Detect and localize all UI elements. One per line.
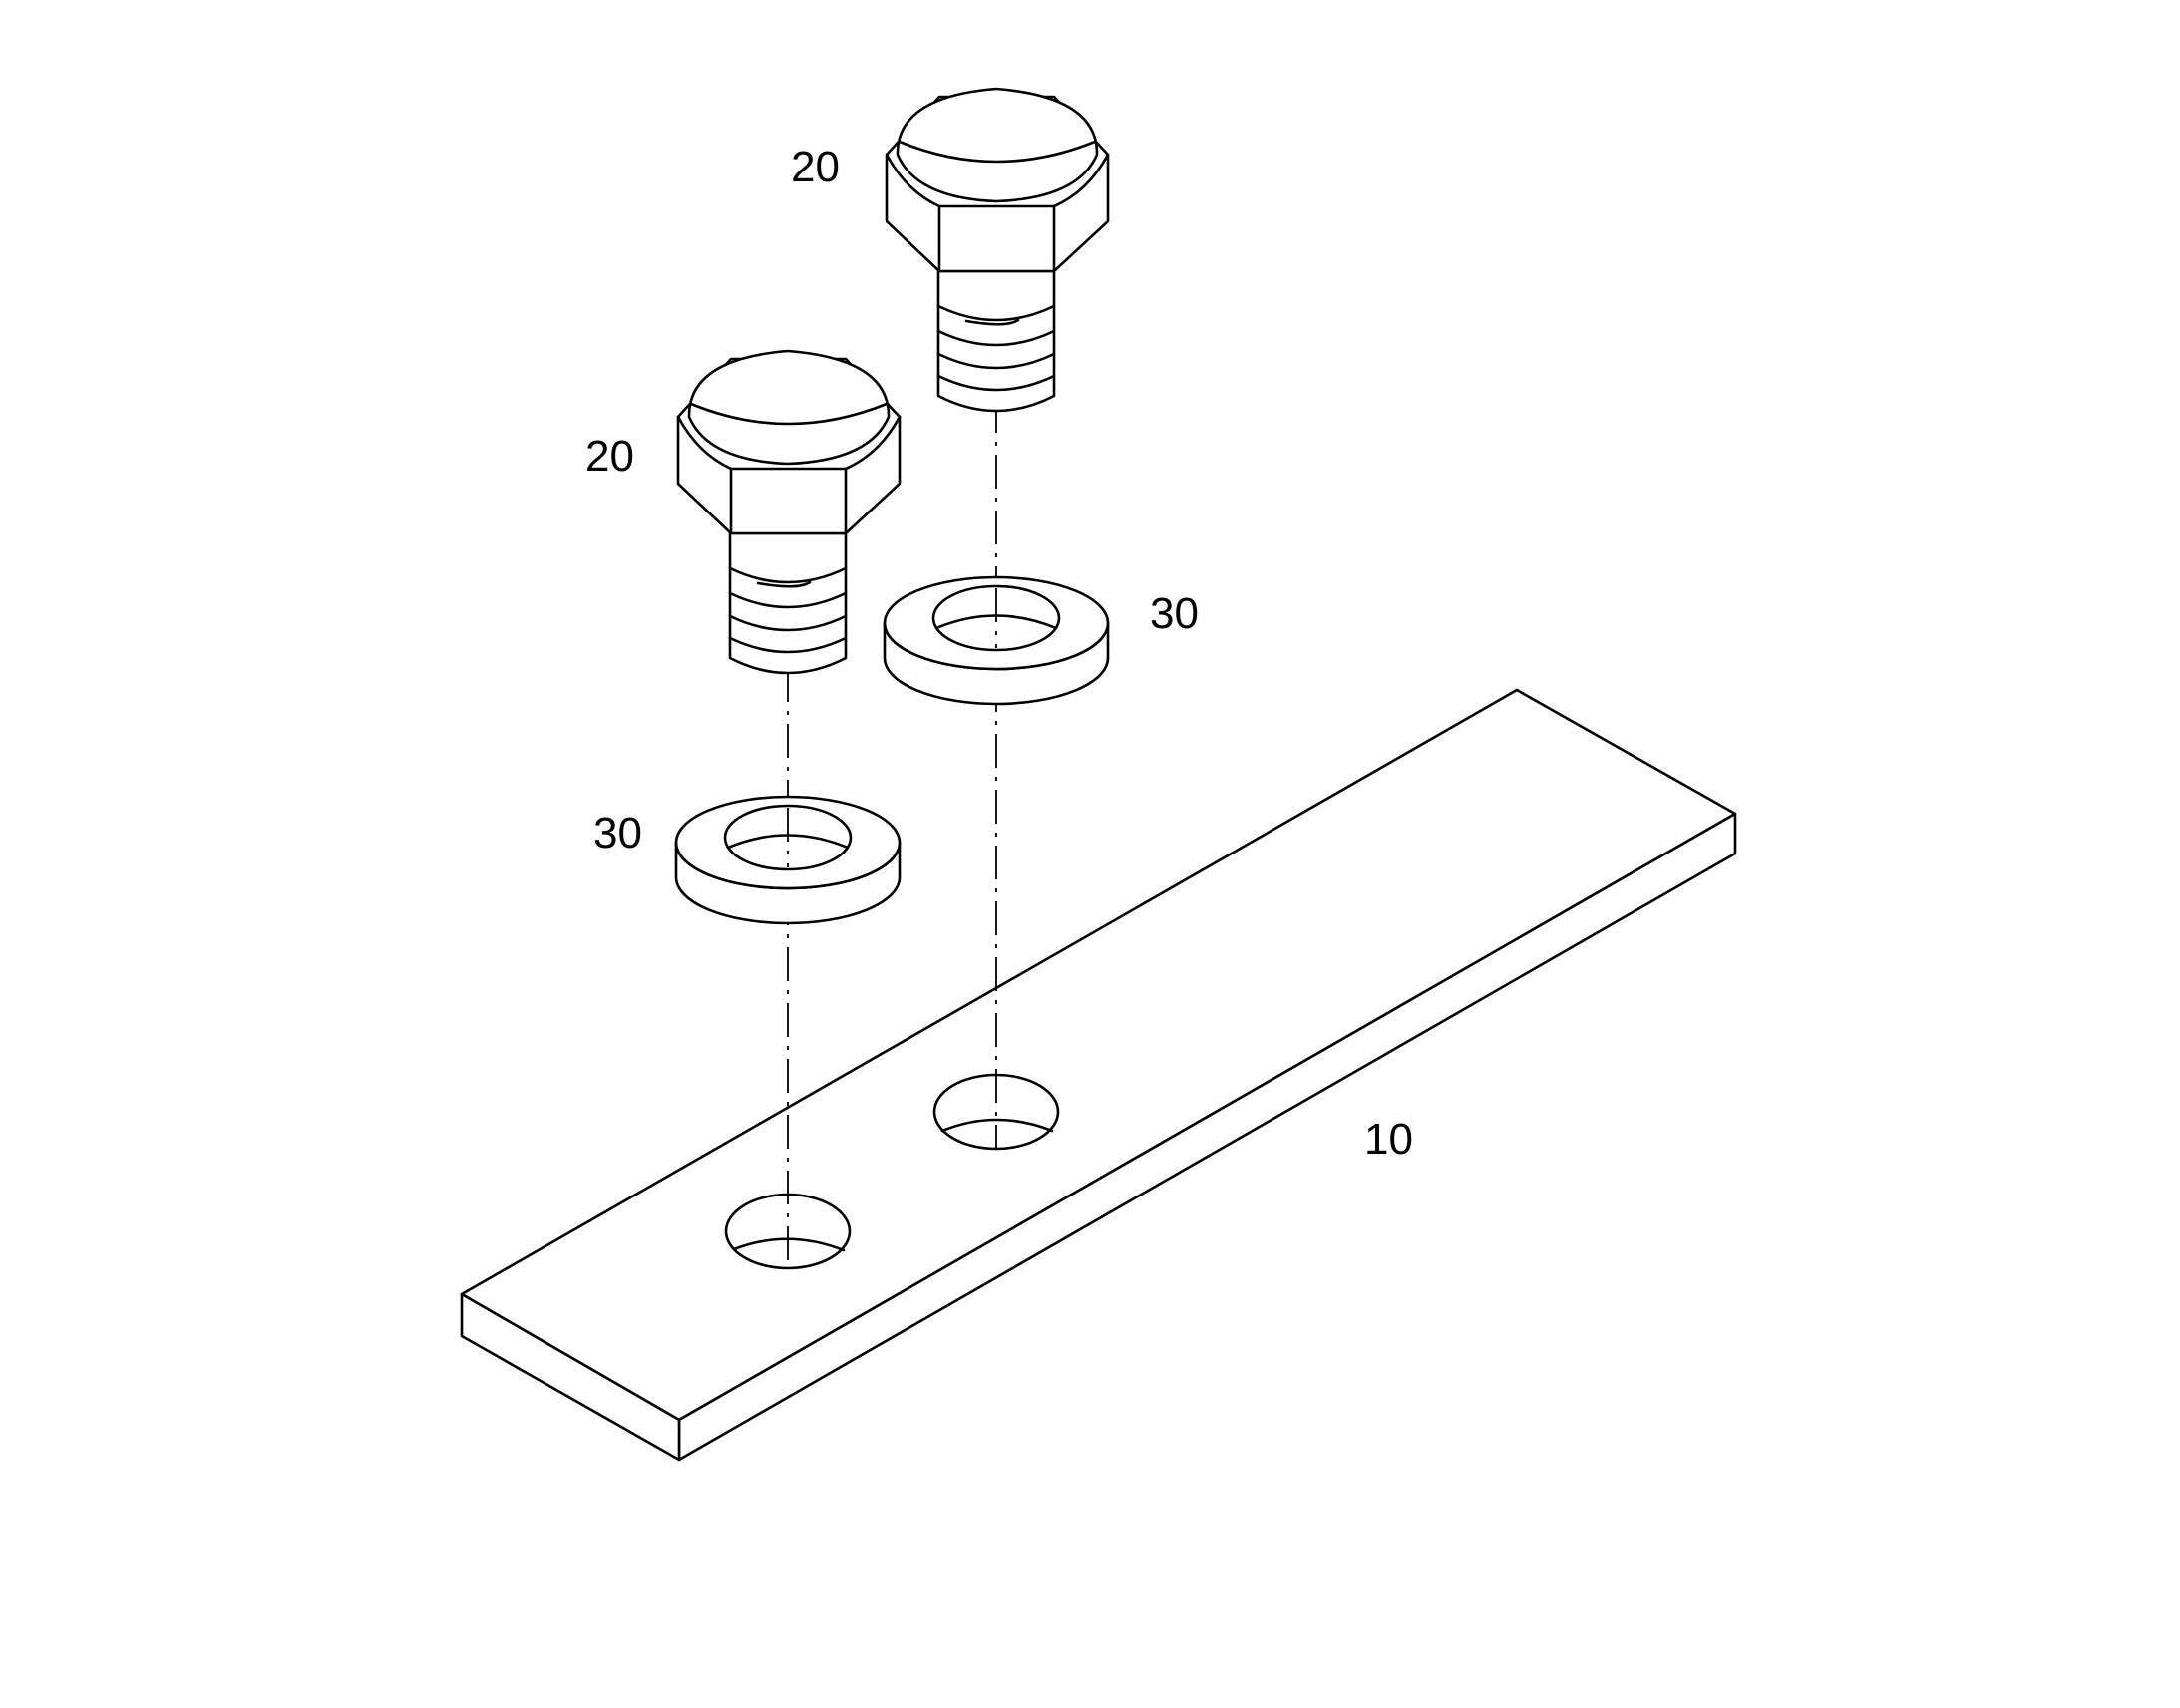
bolt-rear — [885, 87, 1110, 413]
label-washer-front: 30 — [593, 809, 642, 857]
bar-end-face — [460, 1292, 681, 1462]
bolt-front — [676, 349, 902, 675]
label-bar: 10 — [1364, 1115, 1413, 1164]
washer-rear — [883, 575, 1110, 706]
flat-bar — [460, 688, 1737, 1462]
bar-top-face — [460, 688, 1737, 1422]
label-bolt-rear: 20 — [791, 143, 840, 191]
washer-front — [674, 795, 902, 925]
label-bolt-front: 20 — [585, 432, 634, 481]
label-washer-rear: 30 — [1150, 589, 1199, 638]
